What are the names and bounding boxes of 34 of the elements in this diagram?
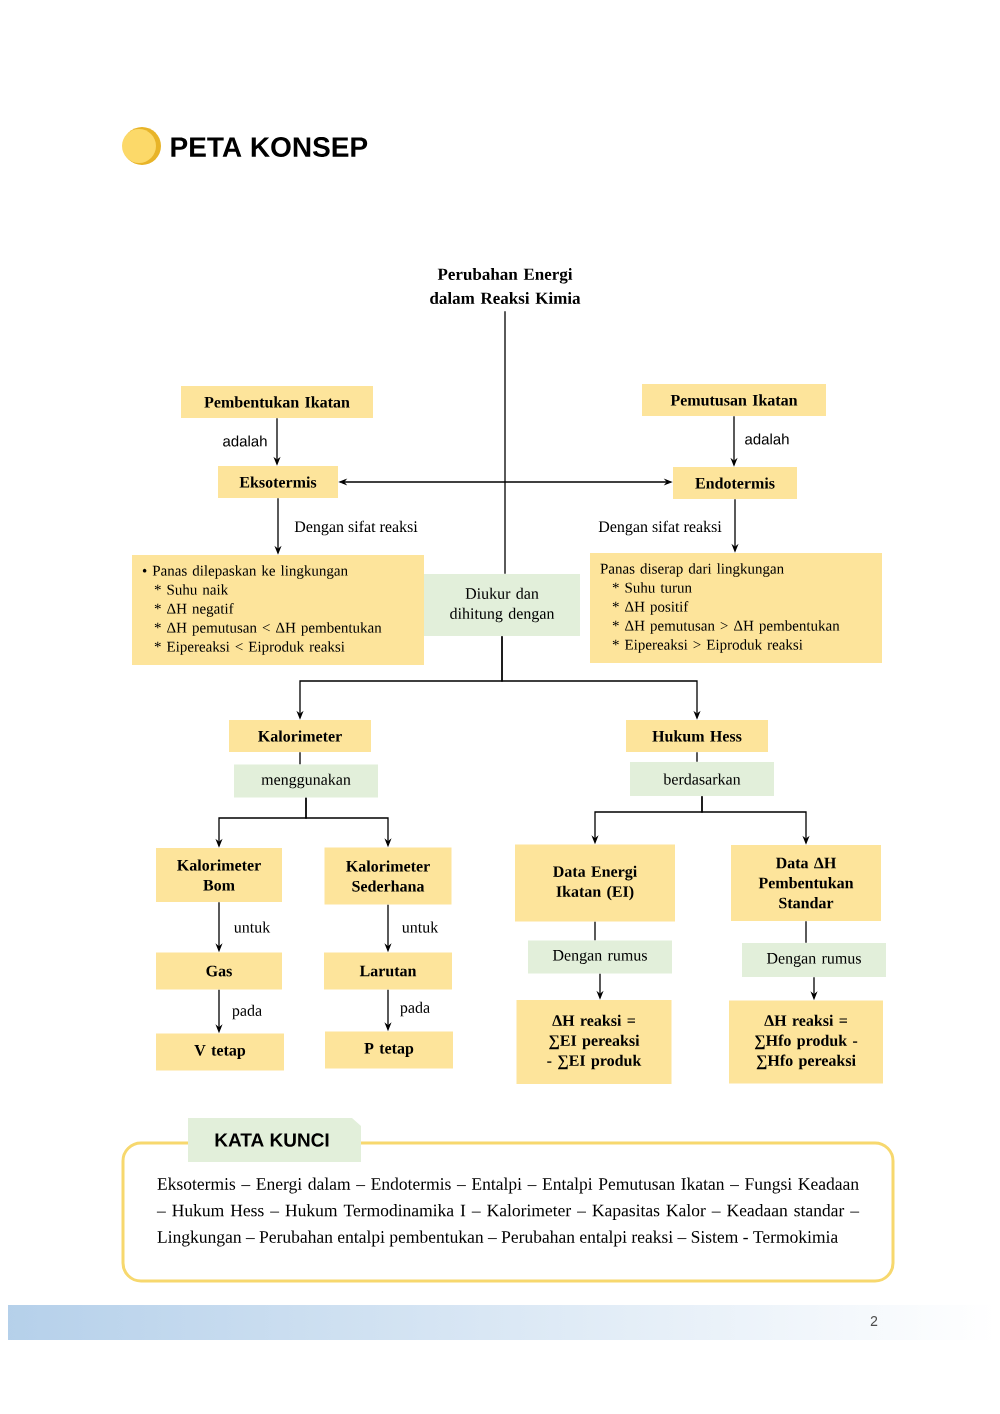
concept-box: P tetap (325, 1031, 453, 1069)
concept-box: Pemutusan Ikatan (642, 384, 826, 416)
concept-box: ΔH reaksi = ∑Hfo produk - ∑Hfo pereaksi (729, 1000, 883, 1084)
concept-box: Kalorimeter Sederhana (324, 847, 452, 905)
concept-box: Larutan (324, 952, 452, 990)
page-number: 2 (870, 1316, 878, 1326)
concept-box: Kalorimeter Bom (156, 848, 282, 902)
concept-box: ΔH reaksi = ∑EI pereaksi - ∑EI produk (516, 1000, 672, 1084)
property-box: • Panas dilepaskan ke lingkungan * Suhu naik * ΔH negatif * ΔH pemutusan < ΔH pembentukan * Eipereaksi < Eiproduk reaksi (132, 555, 424, 665)
concept-box: Endotermis (673, 467, 797, 499)
connector-phrase-box: Dengan rumus (528, 940, 672, 974)
edge-label: Dengan sifat reaksi (597, 519, 723, 537)
edge-label: untuk (400, 920, 440, 934)
title: PETA KONSEP (171, 137, 368, 157)
concept-box: Data ΔH Pembentukan Standar (731, 845, 881, 921)
edge-label: Dengan sifat reaksi (293, 519, 419, 537)
connector-phrase-box: Diukur dan dihitung dengan (424, 574, 580, 636)
concept-box: Data Energi Ikatan (EI) (515, 844, 675, 922)
connector-phrase-box: Dengan rumus (742, 943, 886, 977)
edge-label: untuk (232, 920, 272, 934)
concept-box: Kalorimeter (229, 720, 371, 752)
property-box: Panas diserap dari lingkungan * Suhu turun * ΔH positif * ΔH pemutusan > ΔH pembentukan * Eipereaksi > Eiproduk reaksi (590, 553, 882, 663)
connector-phrase-box: menggunakan (234, 764, 378, 798)
concept-box: V tetap (156, 1033, 284, 1071)
edge-label: adalah (221, 434, 269, 448)
connector-phrase-box: berdasarkan (630, 762, 774, 796)
concept-box: Eksotermis (218, 466, 338, 498)
topic-text: Perubahan Energi dalam Reaksi Kimia (430, 268, 581, 304)
concept-box: Gas (156, 952, 282, 990)
edge-label: pada (398, 1000, 432, 1018)
concept-box: Pembentukan Ikatan (181, 386, 373, 418)
edge-label: pada (230, 1003, 264, 1021)
concept-box: Hukum Hess (626, 720, 768, 752)
edge-label: adalah (743, 432, 791, 446)
